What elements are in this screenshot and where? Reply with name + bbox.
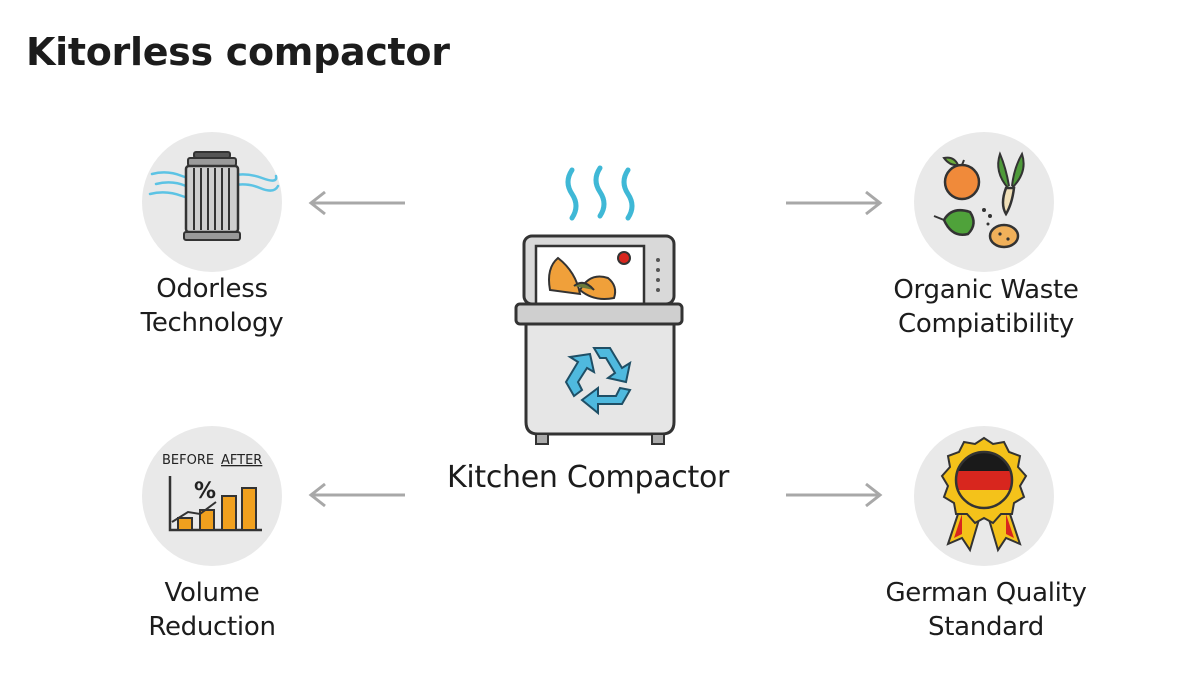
german-quality-circle — [914, 426, 1054, 566]
air-filter-icon — [148, 151, 280, 241]
percent-text: % — [194, 479, 216, 504]
organic-line1: Organic Waste — [893, 275, 1079, 305]
organic-waste-circle — [914, 132, 1054, 272]
recycle-icon — [564, 347, 632, 416]
volume-line1: Volume — [164, 578, 260, 608]
center-label: Kitchen Compactor — [446, 460, 730, 495]
arrow-to-odorless — [308, 190, 405, 216]
german-flag-badge-icon — [940, 436, 1028, 553]
before-after-chart-icon: BEFORE AFTER % — [162, 453, 262, 532]
vegetables-icon — [933, 151, 1025, 249]
before-text: BEFORE — [162, 453, 214, 468]
odorless-line1: Odorless — [156, 274, 268, 304]
volume-reduction-circle: BEFORE AFTER % — [142, 426, 282, 566]
volume-line2: Reduction — [148, 612, 276, 642]
arrow-to-organic — [786, 190, 883, 216]
after-text: AFTER — [221, 453, 262, 468]
arrow-to-german — [786, 482, 883, 508]
page-title: Kitorless compactor — [26, 30, 450, 74]
german-line2: Standard — [928, 612, 1044, 642]
odorless-line2: Technology — [140, 308, 284, 338]
german-quality-label: German Quality Standard — [866, 576, 1106, 644]
kitchen-compactor-icon — [514, 165, 684, 445]
organic-line2: Compiatibility — [897, 309, 1075, 339]
steam-icon — [565, 165, 635, 221]
arrow-to-volume — [308, 482, 405, 508]
odorless-technology-circle — [142, 132, 282, 272]
german-line1: German Quality — [885, 578, 1087, 608]
volume-reduction-label: Volume Reduction — [110, 576, 314, 644]
organic-waste-label: Organic Waste Compiatibility — [876, 273, 1096, 341]
odorless-technology-label: Odorless Technology — [110, 272, 314, 340]
